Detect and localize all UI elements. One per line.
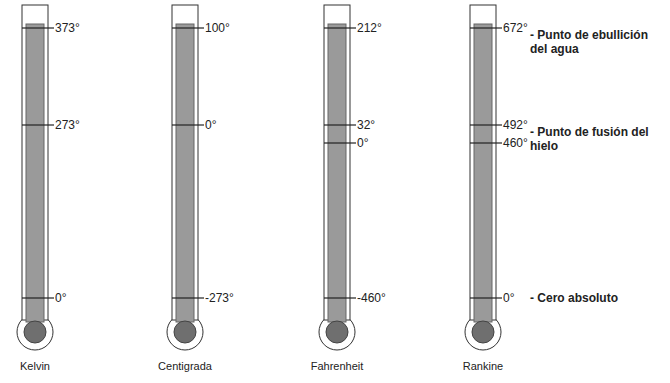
scale-name: Kelvin <box>20 359 50 373</box>
scale-name: Fahrenheit <box>311 359 364 373</box>
mercury-column <box>474 24 492 322</box>
bulb <box>24 321 46 343</box>
point-note: - Punto de ebullición del agua <box>530 28 666 56</box>
tick-mark <box>22 27 54 28</box>
mercury-column <box>26 24 44 322</box>
scale-value: 32° <box>357 118 375 132</box>
tick-mark <box>172 27 204 28</box>
scale-value: 672° <box>503 21 528 35</box>
scale-value: 0° <box>205 118 216 132</box>
scale-value: 492° <box>503 118 528 132</box>
tick-mark <box>324 142 356 143</box>
scale-value: -273° <box>205 291 234 305</box>
scale-name: Rankine <box>463 359 503 373</box>
tick-mark <box>470 142 502 143</box>
tick-mark <box>22 297 54 298</box>
scale-value: 0° <box>503 291 514 305</box>
scale-value: 373° <box>55 21 80 35</box>
scale-value: 0° <box>55 291 66 305</box>
tick-mark <box>324 124 356 125</box>
scale-value: 0° <box>357 136 368 150</box>
scale-value: 460° <box>503 136 528 150</box>
mercury-column <box>328 24 346 322</box>
tick-mark <box>172 124 204 125</box>
bulb <box>174 321 196 343</box>
tick-mark <box>470 27 502 28</box>
scale-value: 273° <box>55 118 80 132</box>
scale-value: 100° <box>205 21 230 35</box>
tick-mark <box>324 27 356 28</box>
tick-mark <box>470 124 502 125</box>
point-note: - Punto de fusión del hielo <box>530 125 666 153</box>
bulb <box>472 321 494 343</box>
bulb <box>326 321 348 343</box>
scale-name: Centigrada <box>158 359 212 373</box>
tick-mark <box>470 297 502 298</box>
tick-mark <box>22 124 54 125</box>
mercury-column <box>176 24 194 322</box>
scale-value: 212° <box>357 21 382 35</box>
tick-mark <box>324 297 356 298</box>
tick-mark <box>172 297 204 298</box>
scale-value: -460° <box>357 291 386 305</box>
point-note: - Cero absoluto <box>530 291 666 305</box>
